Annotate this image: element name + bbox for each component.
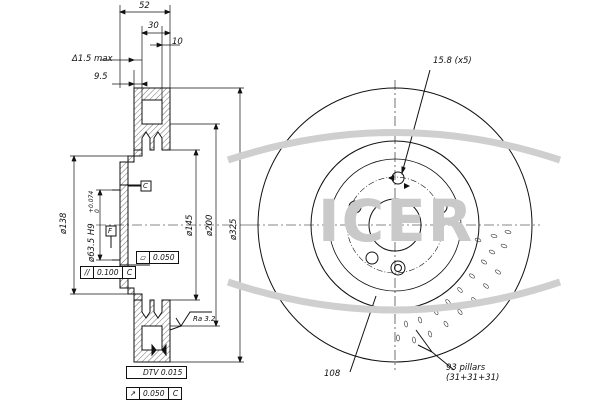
top-dimensions	[100, 5, 180, 100]
runout-icon: ↗	[127, 388, 140, 399]
parallelism-datum: C	[122, 267, 135, 278]
dim-radius-108: 108	[324, 369, 341, 379]
bolt-hole	[394, 264, 402, 272]
flatness-icon: ▱	[137, 252, 150, 263]
pillars-breakdown: (31+31+31)	[446, 373, 500, 383]
dim-dia-145: ø145	[185, 214, 195, 236]
hat-section	[119, 149, 143, 301]
bolt-hole	[348, 200, 362, 214]
parallelism-icon: //	[81, 267, 94, 278]
vent-pillars	[396, 230, 512, 344]
dim-tol-63-5: +0.074 0	[88, 190, 101, 213]
parallelism-value: 0.100	[97, 268, 119, 277]
watermark-swoosh	[226, 129, 562, 314]
datum-f: F	[108, 227, 113, 235]
flatness-frame: ▱0.050	[136, 251, 180, 264]
runout-datum: C	[168, 388, 181, 399]
bolt-hole	[434, 200, 448, 214]
dim-width-9-5: 9.5	[94, 72, 108, 82]
pillars-count: 93 pillars	[446, 363, 486, 373]
datum-c: C	[143, 182, 148, 190]
roughness-ra: Ra 3.2	[193, 315, 216, 323]
dim-dia-200: ø200	[205, 214, 215, 236]
runout-value: 0.050	[143, 389, 165, 398]
dim-runout-max: Δ1.5 max	[72, 54, 113, 64]
dim-width-52: 52	[139, 1, 150, 11]
dim-dia-63-5: ø63.5 H9	[87, 223, 97, 262]
dtv-frame: DTV 0.015	[126, 366, 188, 379]
diameter-dimensions	[70, 87, 244, 363]
dtv-value: DTV 0.015	[143, 368, 183, 377]
bolt-hole	[390, 260, 406, 276]
dim-width-10: 10	[172, 37, 183, 47]
dim-dia-138: ø138	[59, 212, 69, 234]
dim-width-30: 30	[148, 21, 159, 31]
dim-holes: 15.8 (x5)	[433, 56, 472, 66]
flatness-value: 0.050	[153, 253, 175, 262]
dim-dia-325: ø325	[229, 218, 239, 240]
bolt-hole	[365, 251, 379, 265]
watermark-logo: ICER	[318, 187, 475, 255]
section-view	[96, 87, 250, 363]
